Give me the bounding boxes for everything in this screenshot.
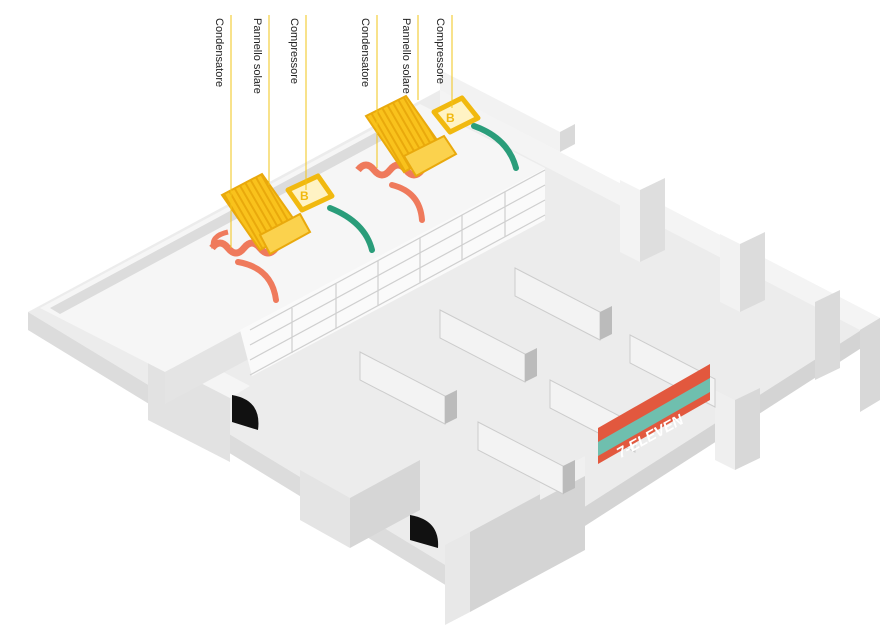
label-solar-panel-right: Pannello solare xyxy=(400,18,412,94)
label-condenser-right: Condensatore xyxy=(359,18,371,87)
label-condenser-left: Condensatore xyxy=(213,18,225,87)
label-solar-panel-left: Pannello solare xyxy=(251,18,263,94)
label-compressor-left: Compressore xyxy=(288,18,300,84)
label-compressor-right: Compressore xyxy=(434,18,446,84)
svg-text:B: B xyxy=(300,189,309,203)
svg-text:B: B xyxy=(446,111,455,125)
